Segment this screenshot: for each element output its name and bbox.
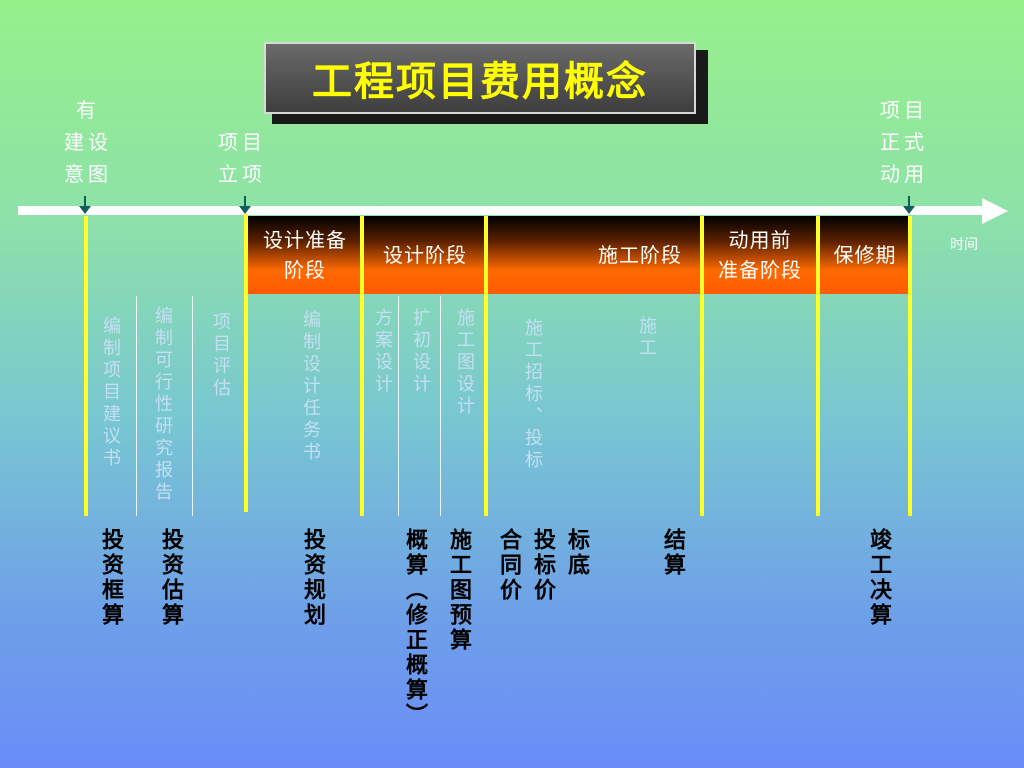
activity-construction-drawing-design: 施工图设计	[454, 308, 475, 418]
cost-settlement: 结算	[660, 528, 686, 578]
activity-scheme-design: 方案设计	[372, 308, 393, 396]
phase-construction: 施工阶段	[598, 243, 682, 267]
milestone-operation: 项目 正式 动用	[880, 98, 928, 186]
separator-line	[192, 296, 193, 516]
divider-line	[908, 216, 912, 516]
cost-construction-drawing-budget: 施工图预算	[446, 528, 472, 653]
milestone-approval: 项目 立项	[218, 130, 266, 186]
phase-pre-operation: 动用前 准备阶段	[718, 228, 802, 282]
cost-budget-estimate: 概算（修正概算）	[402, 528, 428, 728]
milestone-marker-operation	[903, 196, 915, 214]
cost-investment-framework: 投资框算	[98, 528, 124, 628]
separator-line	[440, 296, 441, 516]
phase-band	[246, 216, 912, 294]
activity-construction-bidding: 施工招标、投标	[522, 318, 543, 472]
timeline-arrowhead	[982, 198, 1008, 224]
divider-line	[484, 216, 488, 516]
page-title: 工程项目费用概念	[264, 42, 696, 114]
activity-project-proposal: 编制项目建议书	[100, 316, 121, 470]
milestone-marker-approval	[239, 196, 251, 214]
divider-line	[700, 216, 704, 516]
axis-label-time: 时间	[950, 237, 978, 253]
activity-construction: 施工	[636, 316, 657, 360]
activity-project-assessment: 项目评估	[210, 312, 231, 400]
cost-final-accounts: 竣工决算	[866, 528, 892, 628]
divider-line	[360, 216, 364, 516]
cost-investment-estimate: 投资估算	[158, 528, 184, 628]
divider-line	[244, 214, 248, 512]
divider-line	[84, 216, 88, 516]
milestone-marker-intention	[79, 196, 91, 214]
milestone-intention: 有 建设 意图	[64, 98, 112, 186]
cost-tender-price: 标底 投标价 合同价	[496, 528, 590, 603]
separator-line	[136, 296, 137, 516]
activity-design-brief: 编制设计任务书	[300, 310, 321, 464]
activity-feasibility-report: 编制可行性研究报告	[152, 306, 173, 504]
cost-investment-planning: 投资规划	[300, 528, 326, 628]
activity-preliminary-design: 扩初设计	[410, 308, 431, 396]
separator-line	[398, 296, 399, 516]
phase-warranty: 保修期	[833, 243, 897, 267]
timeline-axis	[18, 206, 986, 215]
divider-line	[816, 216, 820, 516]
phase-design: 设计阶段	[383, 243, 467, 267]
phase-design-preparation: 设计准备 阶段	[263, 228, 347, 282]
